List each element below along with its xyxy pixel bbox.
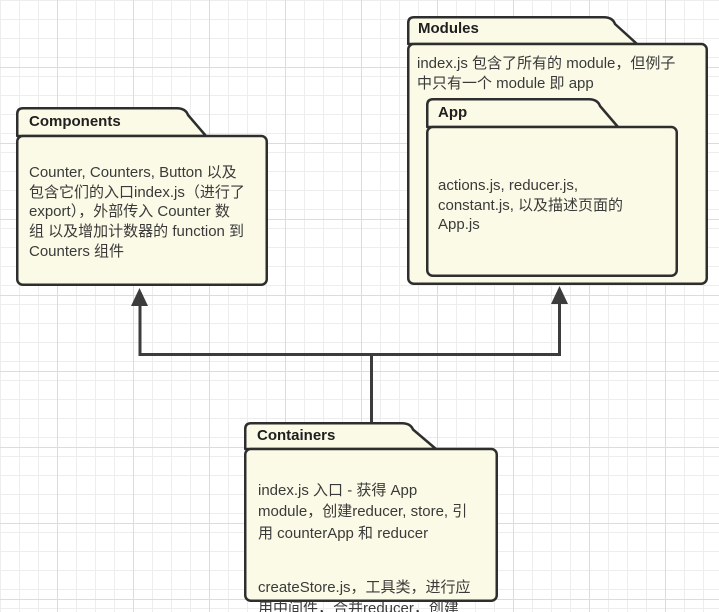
package-app[interactable]: App actions.js, reducer.js, constant.js,… xyxy=(426,98,678,277)
package-modules-body: index.js 包含了所有的 module，但例子 中只有一个 module … xyxy=(417,55,676,92)
package-components[interactable]: Components Counter, Counters, Button 以及 … xyxy=(16,107,268,286)
connector-containers-to-components[interactable] xyxy=(131,288,561,424)
package-app-body: actions.js, reducer.js, constant.js, 以及描… xyxy=(438,177,624,234)
package-modules-title: Modules xyxy=(418,20,479,37)
package-containers-title: Containers xyxy=(257,427,336,444)
folder-shape xyxy=(16,107,268,286)
package-containers[interactable]: Containers index.js 入口 - 获得 App module，创… xyxy=(244,422,498,612)
arrowhead-up-icon xyxy=(551,286,568,304)
package-containers-paragraph-2: createStore.js，工具类，进行应 用中间件，合并reducer，创建… xyxy=(258,578,471,612)
connector-containers-to-modules[interactable] xyxy=(551,286,568,356)
package-containers-body: index.js 入口 - 获得 App module，创建reducer, s… xyxy=(258,458,488,612)
package-modules[interactable]: Modules index.js 包含了所有的 module，但例子 中只有一个… xyxy=(407,16,708,285)
package-components-body: Counter, Counters, Button 以及 包含它们的入口inde… xyxy=(29,164,245,260)
folder-shape xyxy=(426,98,678,277)
package-containers-paragraph-1: index.js 入口 - 获得 App module，创建reducer, s… xyxy=(258,481,468,542)
folder-shape xyxy=(244,422,498,602)
arrowhead-up-icon xyxy=(131,288,148,306)
package-app-title: App xyxy=(438,104,468,121)
package-components-title: Components xyxy=(29,113,121,130)
